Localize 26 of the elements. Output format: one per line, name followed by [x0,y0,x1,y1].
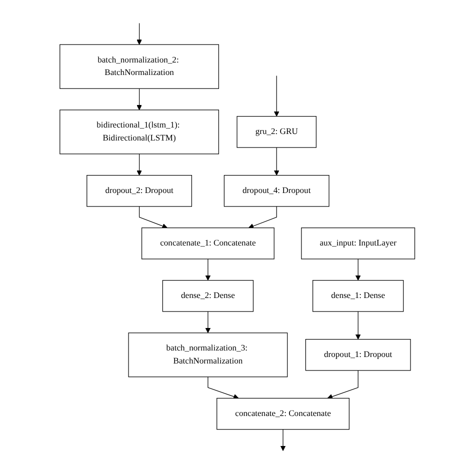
arrow [136,88,142,110]
arrow [136,22,142,45]
arrow [326,370,358,400]
arrow [207,376,238,400]
arrow [138,206,168,229]
node-box: dropout_2: Dropout [86,175,192,207]
node-box: dense_2: Dense [162,280,254,312]
arrow [355,311,360,340]
node-box: dropout_4: Dropout [224,175,329,207]
node-box: batch_normalization_2: BatchNormalization [59,44,219,89]
node-box: aux_input: InputLayer [300,228,415,260]
arrow [204,258,210,281]
arrow [274,147,279,176]
node-box: bidirectional_1(lstm_1): Bidirectional(LSTM) [59,110,219,154]
node-box: dense_1: Dense [312,280,404,312]
node-box: batch_normalization_3: BatchNormalization [128,332,288,378]
node-box: concatenate_1: Concatenate [141,228,274,260]
node-box: dropout_1: Dropout [305,339,410,371]
arrow [274,75,279,117]
node-box: gru_2: GRU [236,116,316,148]
arrow [136,154,142,176]
arrow [204,311,210,334]
arrow [355,258,360,281]
node-box: concatenate_2: Concatenate [216,398,350,430]
arrow [248,206,277,229]
arrow [280,429,286,452]
